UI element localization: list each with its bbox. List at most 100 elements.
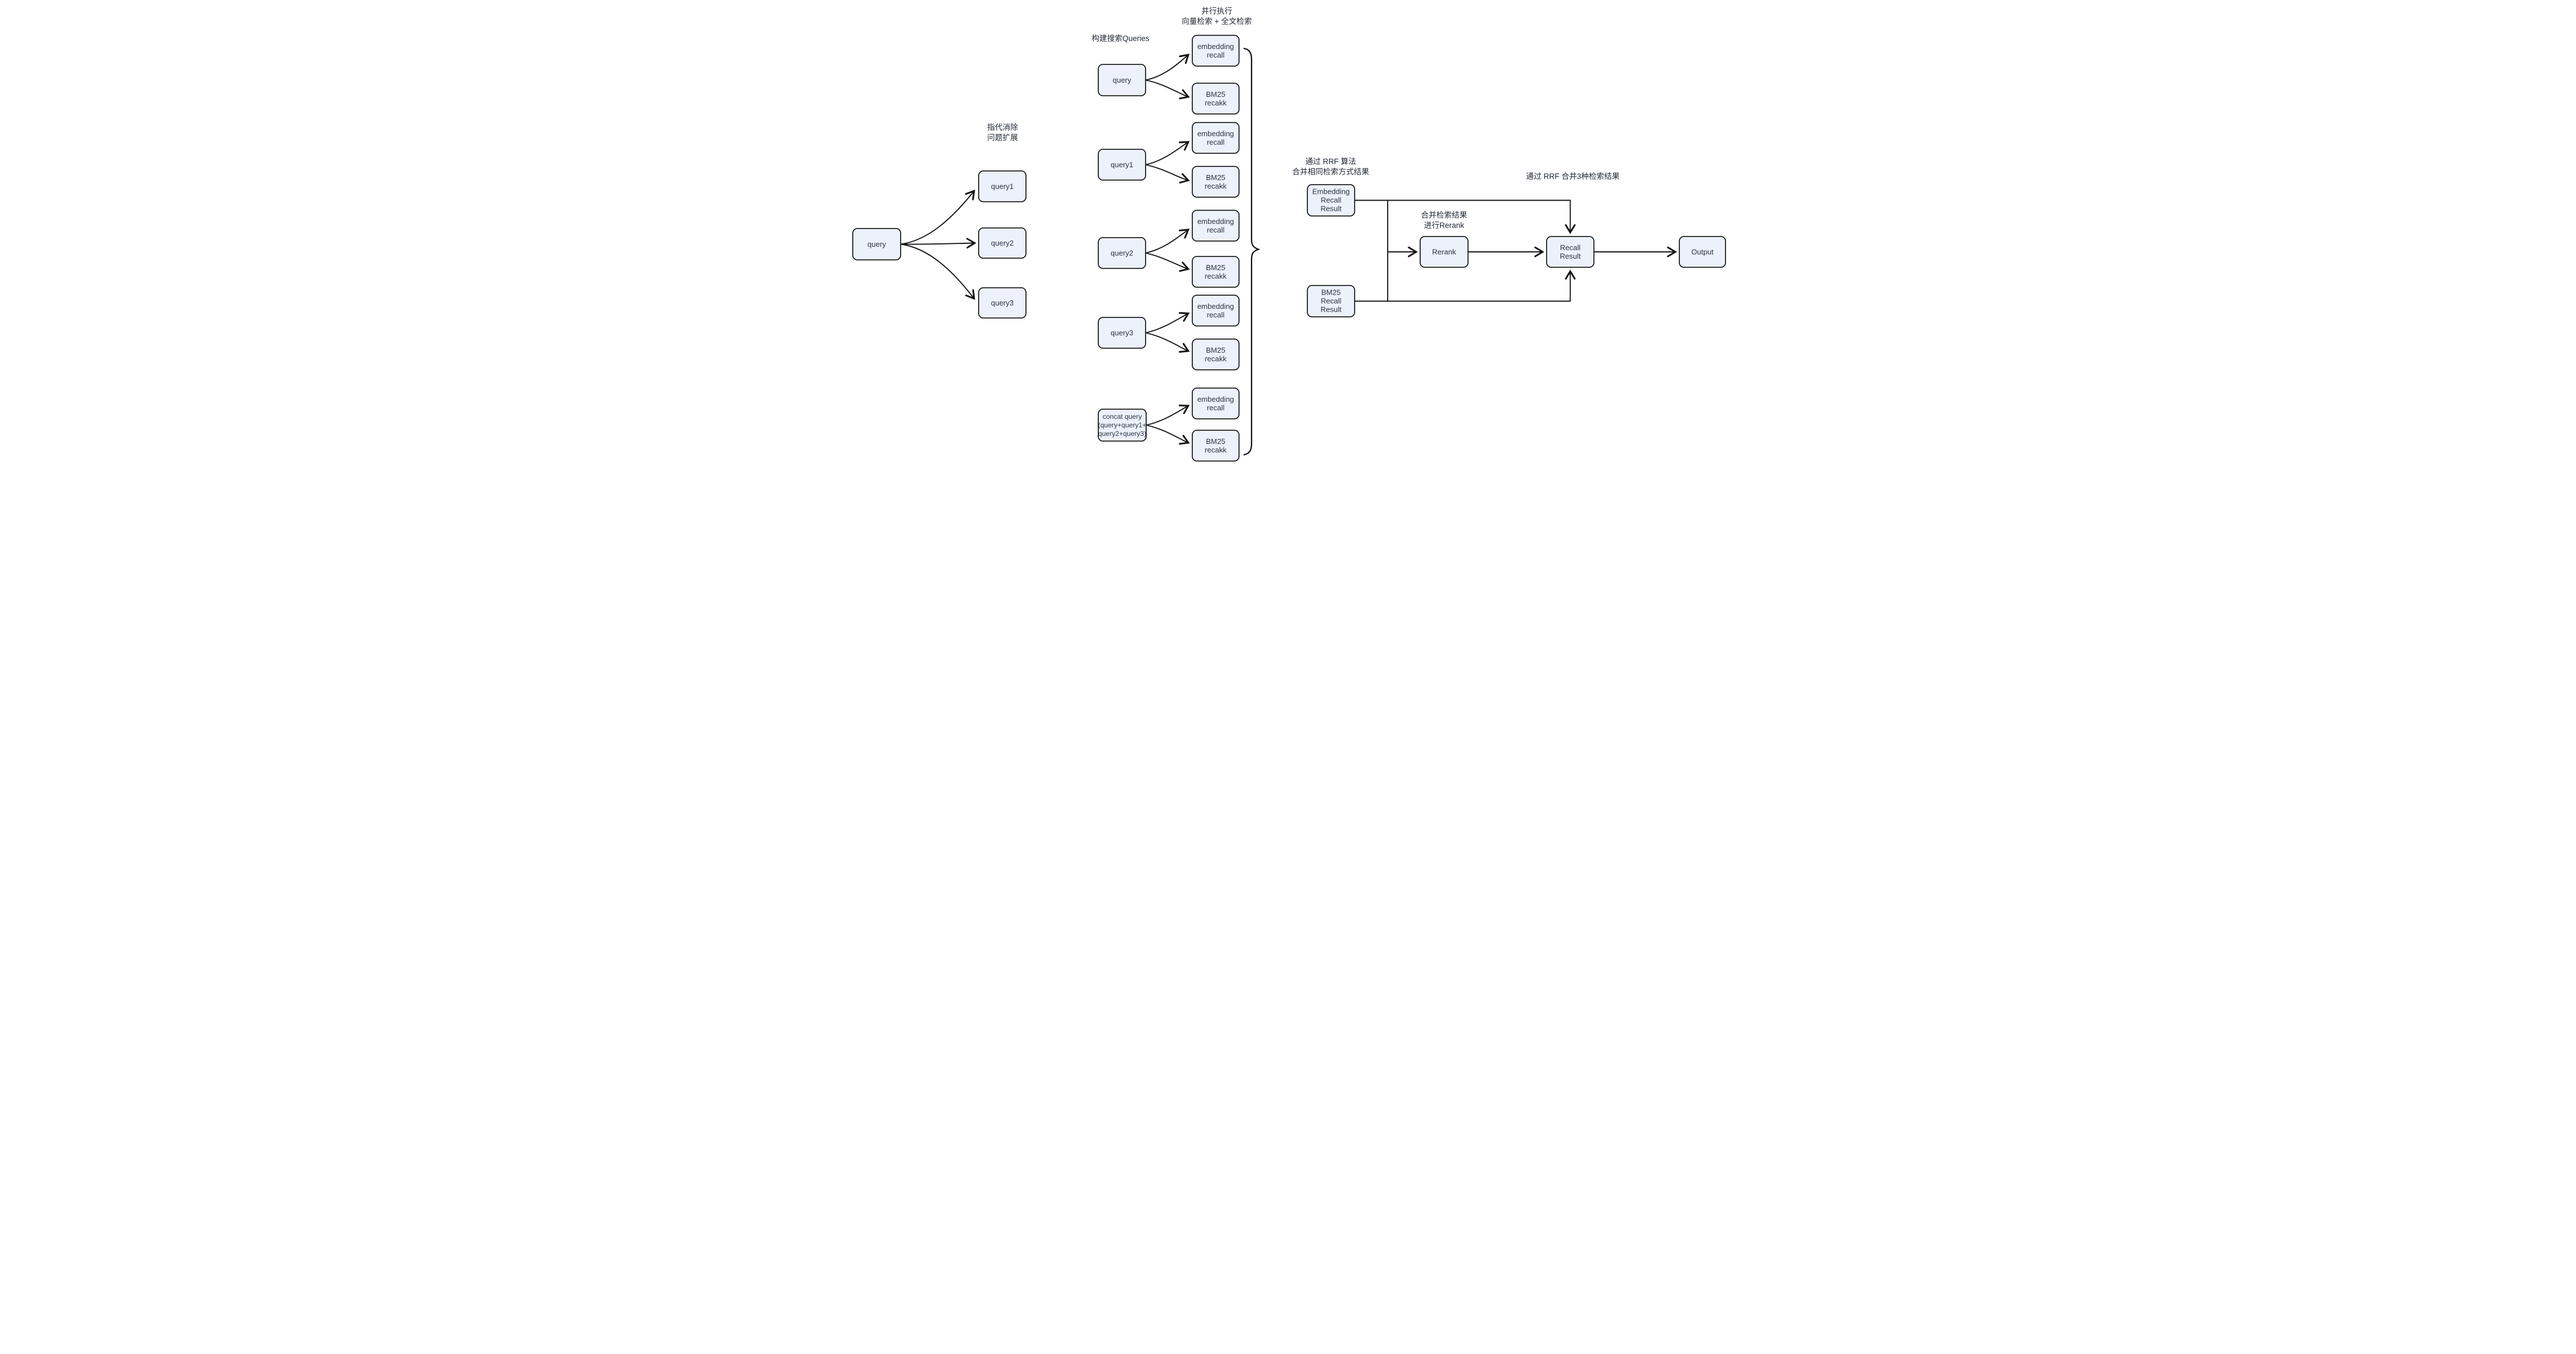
node-query1-mid-label: query1 <box>1111 161 1134 169</box>
label-rrf-three: 通过 RRF 合并3种检索结果 <box>1526 172 1620 181</box>
arrow-query-to-embedding-1 <box>1145 54 1190 81</box>
node-embedding-recall-5[interactable]: embedding recall <box>1192 388 1240 419</box>
diagram-canvas: 指代消除 问题扩展 构建搜索Queries 并行执行 向量检索 + 全文检索 通… <box>844 0 1732 467</box>
node-rerank-label: Rerank <box>1432 248 1456 256</box>
node-bm25-recall-2-box[interactable] <box>1192 166 1240 198</box>
node-embedding-recall-2-line1: embedding <box>1197 129 1234 138</box>
node-bm25-recall-result-line2: Recall <box>1320 297 1341 305</box>
node-bm25-recall-5-box[interactable] <box>1192 430 1240 462</box>
node-concat-query-box[interactable] <box>1098 409 1147 442</box>
node-bm25-recall-3-line1: BM25 <box>1206 263 1225 272</box>
arrow-query-to-query3 <box>900 243 975 300</box>
node-query3-left-box[interactable] <box>978 287 1027 319</box>
node-query1-left[interactable]: query1 <box>978 170 1027 202</box>
node-embedding-recall-4[interactable]: embedding recall <box>1192 295 1240 327</box>
node-query2-mid-label: query2 <box>1111 249 1134 258</box>
node-bm25-recall-result-box[interactable] <box>1307 285 1355 317</box>
node-bm25-recall-4-line1: BM25 <box>1206 346 1225 354</box>
node-bm25-recall-1[interactable]: BM25 recakk <box>1192 83 1240 115</box>
node-query3-left[interactable]: query3 <box>978 287 1027 319</box>
node-bm25-recall-5-line2: recakk <box>1205 446 1227 454</box>
node-embedding-recall-2-box[interactable] <box>1192 122 1240 154</box>
node-embedding-recall-result-line1: Embedding <box>1312 187 1350 196</box>
node-bm25-recall-5-line1: BM25 <box>1206 437 1225 446</box>
node-bm25-recall-1-line1: BM25 <box>1206 90 1225 99</box>
node-embedding-recall-result-box[interactable] <box>1307 184 1355 217</box>
node-bm25-recall-5[interactable]: BM25 recakk <box>1192 430 1240 462</box>
node-query-left[interactable]: query <box>852 228 901 260</box>
node-embedding-recall-2-line2: recall <box>1207 138 1224 146</box>
node-embedding-recall-2[interactable]: embedding recall <box>1192 122 1240 154</box>
arrow-query1-to-embedding-2 <box>1145 141 1190 165</box>
node-bm25-recall-3-box[interactable] <box>1192 256 1240 288</box>
node-bm25-recall-2-line1: BM25 <box>1206 173 1225 182</box>
node-recall-result-line1: Recall <box>1560 243 1580 252</box>
node-embedding-recall-1-line2: recall <box>1207 51 1224 59</box>
node-query2-mid-box[interactable] <box>1098 237 1146 269</box>
node-query-mid[interactable]: query <box>1098 64 1146 96</box>
node-query2-left-label: query2 <box>991 239 1014 247</box>
node-recall-result[interactable]: Recall Result <box>1546 236 1594 268</box>
node-output-box[interactable] <box>1679 236 1726 268</box>
arrow-query-to-query2 <box>900 238 976 249</box>
node-query1-mid-box[interactable] <box>1098 149 1146 181</box>
node-concat-query[interactable]: concat query (query+query1+ query2+query… <box>1098 409 1147 442</box>
node-embedding-recall-5-line1: embedding <box>1197 395 1234 403</box>
curly-brace <box>1243 47 1261 456</box>
node-query3-left-label: query3 <box>991 299 1014 307</box>
node-embedding-recall-5-line2: recall <box>1207 403 1224 412</box>
connector-bm25-result-to-recall-result-bottom <box>1354 270 1576 302</box>
arrow-concat-to-embedding-5 <box>1146 405 1190 426</box>
node-bm25-recall-result[interactable]: BM25 Recall Result <box>1307 285 1355 317</box>
node-embedding-recall-4-line1: embedding <box>1197 302 1234 311</box>
node-embedding-recall-1-box[interactable] <box>1192 35 1240 67</box>
node-recall-result-box[interactable] <box>1546 236 1594 268</box>
node-query-mid-box[interactable] <box>1098 64 1146 96</box>
node-bm25-recall-2-line2: recakk <box>1205 182 1227 190</box>
node-output[interactable]: Output <box>1679 236 1726 268</box>
node-bm25-recall-1-line2: recakk <box>1205 99 1227 107</box>
arrow-query3-to-embedding-4 <box>1145 312 1190 333</box>
node-bm25-recall-4-box[interactable] <box>1192 338 1240 370</box>
node-bm25-recall-1-box[interactable] <box>1192 83 1240 115</box>
node-bm25-recall-result-line3: Result <box>1320 305 1342 314</box>
node-query3-mid[interactable]: query3 <box>1098 317 1146 349</box>
arrow-query2-to-bm25-3 <box>1145 252 1190 272</box>
label-merge-rerank-line1: 合并检索结果 <box>1421 211 1468 219</box>
node-rerank[interactable]: Rerank <box>1420 236 1469 268</box>
node-concat-query-line1: concat query <box>1103 413 1142 421</box>
node-embedding-recall-result-line3: Result <box>1320 205 1342 213</box>
node-bm25-recall-4-line2: recakk <box>1205 354 1227 363</box>
node-rerank-box[interactable] <box>1420 236 1469 268</box>
node-bm25-recall-2[interactable]: BM25 recakk <box>1192 166 1240 198</box>
label-coreference-line2: 问题扩展 <box>987 133 1018 142</box>
node-output-label: Output <box>1691 248 1714 256</box>
node-query1-mid[interactable]: query1 <box>1098 149 1146 181</box>
node-query1-left-label: query1 <box>991 182 1014 191</box>
node-query2-left[interactable]: query2 <box>978 227 1027 259</box>
node-embedding-recall-3-line1: embedding <box>1197 217 1234 226</box>
node-embedding-recall-result[interactable]: Embedding Recall Result <box>1307 184 1355 217</box>
node-bm25-recall-result-line1: BM25 <box>1322 288 1341 297</box>
arrow-query2-to-embedding-3 <box>1145 229 1190 254</box>
node-embedding-recall-1[interactable]: embedding recall <box>1192 35 1240 67</box>
node-query-left-label: query <box>868 240 886 248</box>
flow-diagram: 指代消除 问题扩展 构建搜索Queries 并行执行 向量检索 + 全文检索 通… <box>852 7 1726 462</box>
arrow-query3-to-bm25-4 <box>1145 332 1190 353</box>
node-embedding-recall-5-box[interactable] <box>1192 388 1240 419</box>
node-query2-mid[interactable]: query2 <box>1098 237 1146 269</box>
node-embedding-recall-3-box[interactable] <box>1192 210 1240 242</box>
node-concat-query-line2: (query+query1+ <box>1098 421 1147 429</box>
label-build-queries: 构建搜索Queries <box>1091 34 1150 43</box>
node-bm25-recall-3[interactable]: BM25 recakk <box>1192 256 1240 288</box>
node-embedding-recall-3-line2: recall <box>1207 226 1224 234</box>
node-embedding-recall-4-box[interactable] <box>1192 295 1240 327</box>
node-embedding-recall-3[interactable]: embedding recall <box>1192 210 1240 242</box>
node-query3-mid-box[interactable] <box>1098 317 1146 349</box>
node-bm25-recall-4[interactable]: BM25 recakk <box>1192 338 1240 370</box>
label-coreference-line1: 指代消除 <box>987 123 1018 132</box>
node-embedding-recall-4-line2: recall <box>1207 311 1224 319</box>
node-query1-left-box[interactable] <box>978 170 1027 202</box>
node-query2-left-box[interactable] <box>978 227 1027 259</box>
node-query-left-box[interactable] <box>852 228 901 260</box>
